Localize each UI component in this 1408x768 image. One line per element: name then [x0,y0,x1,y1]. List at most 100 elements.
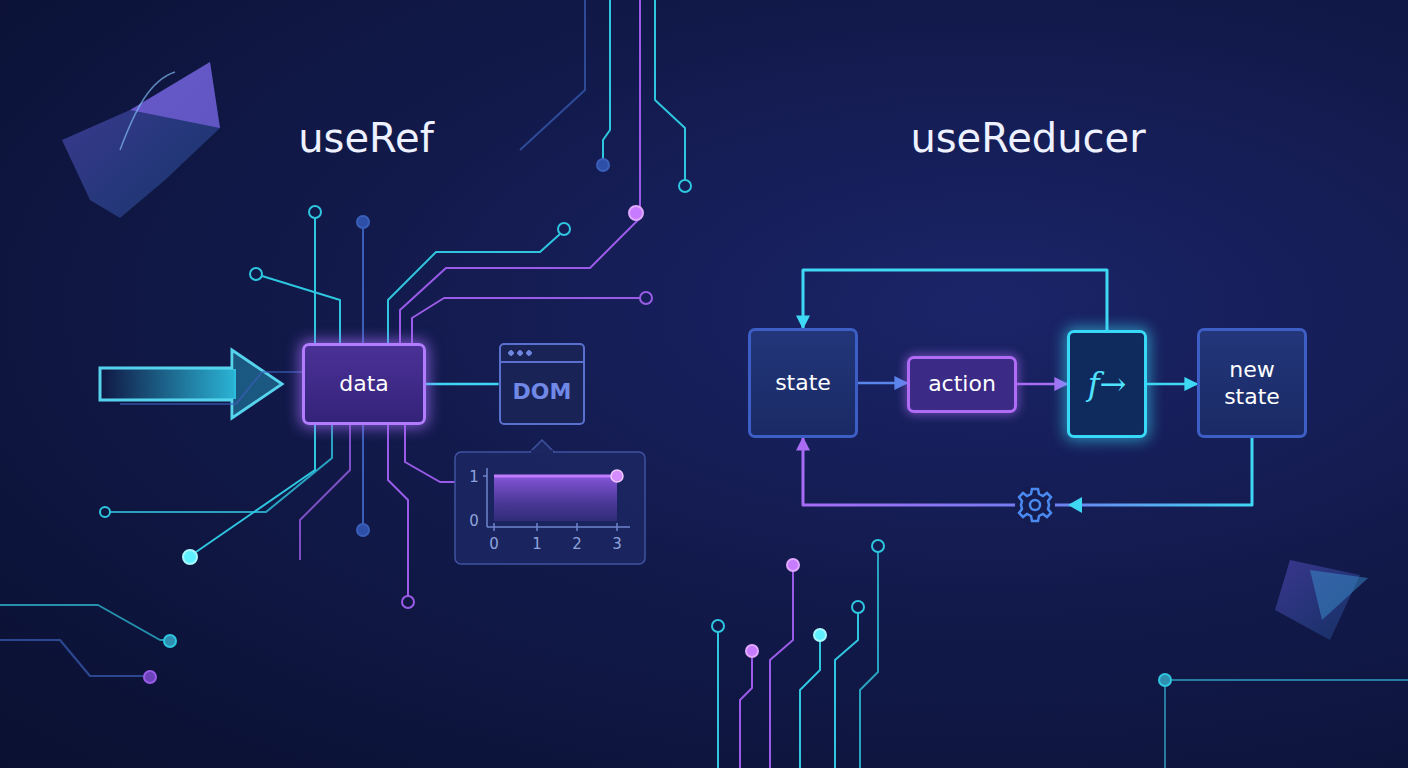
decor-stroke [1019,489,1051,521]
connector [1017,383,1067,386]
decor-stroke [183,550,197,564]
decor-stroke [712,620,724,632]
decor-stroke [655,0,685,180]
reducer-function: f→ [1067,330,1147,438]
decor-stroke [536,523,538,531]
axis-label: 0 [469,512,479,530]
input-arrow [100,350,282,418]
decor-stroke [110,425,332,512]
decor-stroke [1165,680,1408,768]
decor-stroke [494,476,617,521]
decor-stroke [234,353,279,415]
decor-stroke [520,0,585,150]
decor-stroke [679,180,691,192]
decor-stroke [740,657,752,768]
decor-stroke [164,635,176,647]
decor-stroke [196,425,315,552]
decor-stroke [1310,570,1368,620]
trace-terminal [100,159,1171,686]
section-title: useRef [298,115,434,161]
decor-stroke [487,526,630,528]
decor-stroke [455,452,645,564]
decor-stroke [120,72,175,150]
connector [858,382,907,385]
decor-stroke [1015,485,1055,525]
node-text: DOM [513,378,572,406]
decor-stroke [494,475,617,478]
decor-stroke [835,613,858,768]
decor-stroke [309,206,321,218]
decor-stroke [262,276,340,343]
decor-stroke [611,470,623,482]
decor-stroke [1159,674,1171,686]
node-text: action [928,370,996,398]
decor-stroke [800,641,820,768]
axis-label: 1 [469,468,479,486]
decor-stroke [362,228,364,343]
decor-stroke [493,523,495,531]
decor-stroke [314,218,316,343]
decor-stroke [558,223,570,235]
decor-stroke [130,62,220,128]
decor-stroke [603,0,610,159]
section-title: useReducer [910,115,1145,161]
chart-panel [455,440,645,564]
decor-stroke [852,601,864,613]
decor-stroke [0,605,164,640]
axis-label: 2 [572,535,582,553]
decor-stroke [576,523,578,531]
decor-stroke [860,552,878,768]
axis-label: 3 [612,535,622,553]
decor-stroke [483,475,487,477]
decor-stroke [100,507,110,517]
action-box: action [907,356,1017,413]
decor-stroke [597,159,609,171]
gear-icon [1015,485,1055,525]
decor-stroke [250,268,262,280]
node-text: f→ [1088,364,1127,404]
flow-arrowhead [1068,497,1082,513]
decor-stroke [629,206,643,220]
decor-stroke [388,234,560,343]
decor-stroke [486,468,488,527]
decor-stroke [100,350,282,418]
decor-stroke [814,629,826,641]
decor-stroke [357,524,369,536]
connector [1147,383,1197,386]
decor-stroke [746,645,758,657]
decor-stroke [402,596,414,608]
decor-stroke [787,559,799,571]
decor-stroke [300,425,350,560]
connector [803,270,1107,330]
decor-stroke [357,216,369,228]
decor-stroke [616,523,618,531]
data-box: data [302,343,426,425]
state-box: state [748,328,858,438]
decor-stroke [400,0,640,343]
dom-window: DOM [499,343,586,425]
node-text: new state [1212,356,1292,411]
node-text: data [339,370,389,398]
new-state-box: new state [1197,328,1307,438]
node-text: state [775,369,831,397]
decor-stroke [770,571,793,768]
decor-stroke [717,632,719,768]
decor-stroke [412,298,640,343]
decor-stroke [640,292,652,304]
decor-stroke [405,425,455,482]
decor-stroke [1030,500,1040,510]
axis-label: 0 [489,535,499,553]
decor-stroke [1019,489,1051,521]
decor-stroke [872,540,884,552]
connector [426,383,499,386]
decor-shape [62,62,1368,640]
axis-label: 1 [532,535,542,553]
decor-stroke [362,425,364,524]
decor-stroke [0,640,144,676]
decor-stroke [144,671,156,683]
decor-stroke [120,372,302,404]
decor-stroke [62,62,220,218]
